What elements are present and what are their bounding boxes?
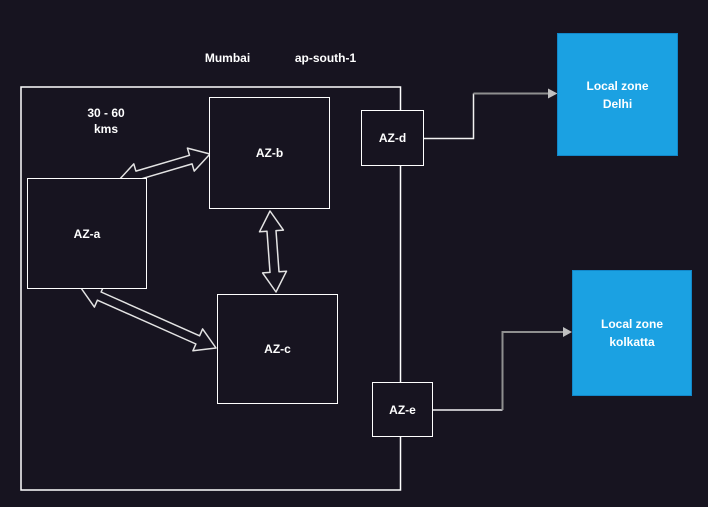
- region-boundary-box[interactable]: [20, 86, 402, 491]
- connector-az-e-kolkatta-arrow-line[interactable]: [501, 331, 564, 410]
- region-label: ap-south-1: [294, 51, 357, 65]
- double-arrow-az-b-az-c[interactable]: [258, 210, 288, 293]
- node-az-a[interactable]: AZ-a: [27, 178, 147, 289]
- distance-note: 30 - 60 kms: [66, 105, 146, 137]
- node-local-zone-kolkatta-label-line2: kolkatta: [609, 335, 655, 349]
- arrowhead-delhi-icon: [548, 88, 558, 99]
- node-az-e[interactable]: AZ-e: [372, 382, 433, 437]
- distance-note-line2: kms: [93, 122, 119, 137]
- connector-az-d-delhi-segment[interactable]: [424, 93, 475, 140]
- node-az-d-label: AZ-d: [378, 131, 407, 145]
- node-az-e-label: AZ-e: [389, 402, 416, 417]
- node-local-zone-delhi-label-line1: Local zone: [586, 78, 649, 93]
- node-az-a-label: AZ-a: [73, 226, 101, 241]
- arrowhead-kolkatta-icon: [563, 327, 572, 337]
- node-az-c-label: AZ-c: [264, 342, 291, 356]
- node-local-zone-kolkatta-label-line1: Local zone: [600, 317, 663, 331]
- node-az-b-label: AZ-b: [255, 146, 284, 160]
- node-local-zone-delhi[interactable]: Local zone Delhi: [557, 33, 678, 156]
- node-local-zone-delhi-label-line2: Delhi: [602, 96, 633, 111]
- node-az-d[interactable]: AZ-d: [361, 110, 424, 166]
- double-arrow-az-a-az-c[interactable]: [80, 284, 217, 352]
- node-az-b[interactable]: AZ-b: [209, 97, 330, 209]
- node-az-c[interactable]: AZ-c: [217, 294, 338, 404]
- distance-note-line1: 30 - 60: [87, 106, 125, 120]
- node-local-zone-kolkatta[interactable]: Local zone kolkatta: [572, 270, 692, 396]
- city-label: Mumbai: [204, 51, 251, 65]
